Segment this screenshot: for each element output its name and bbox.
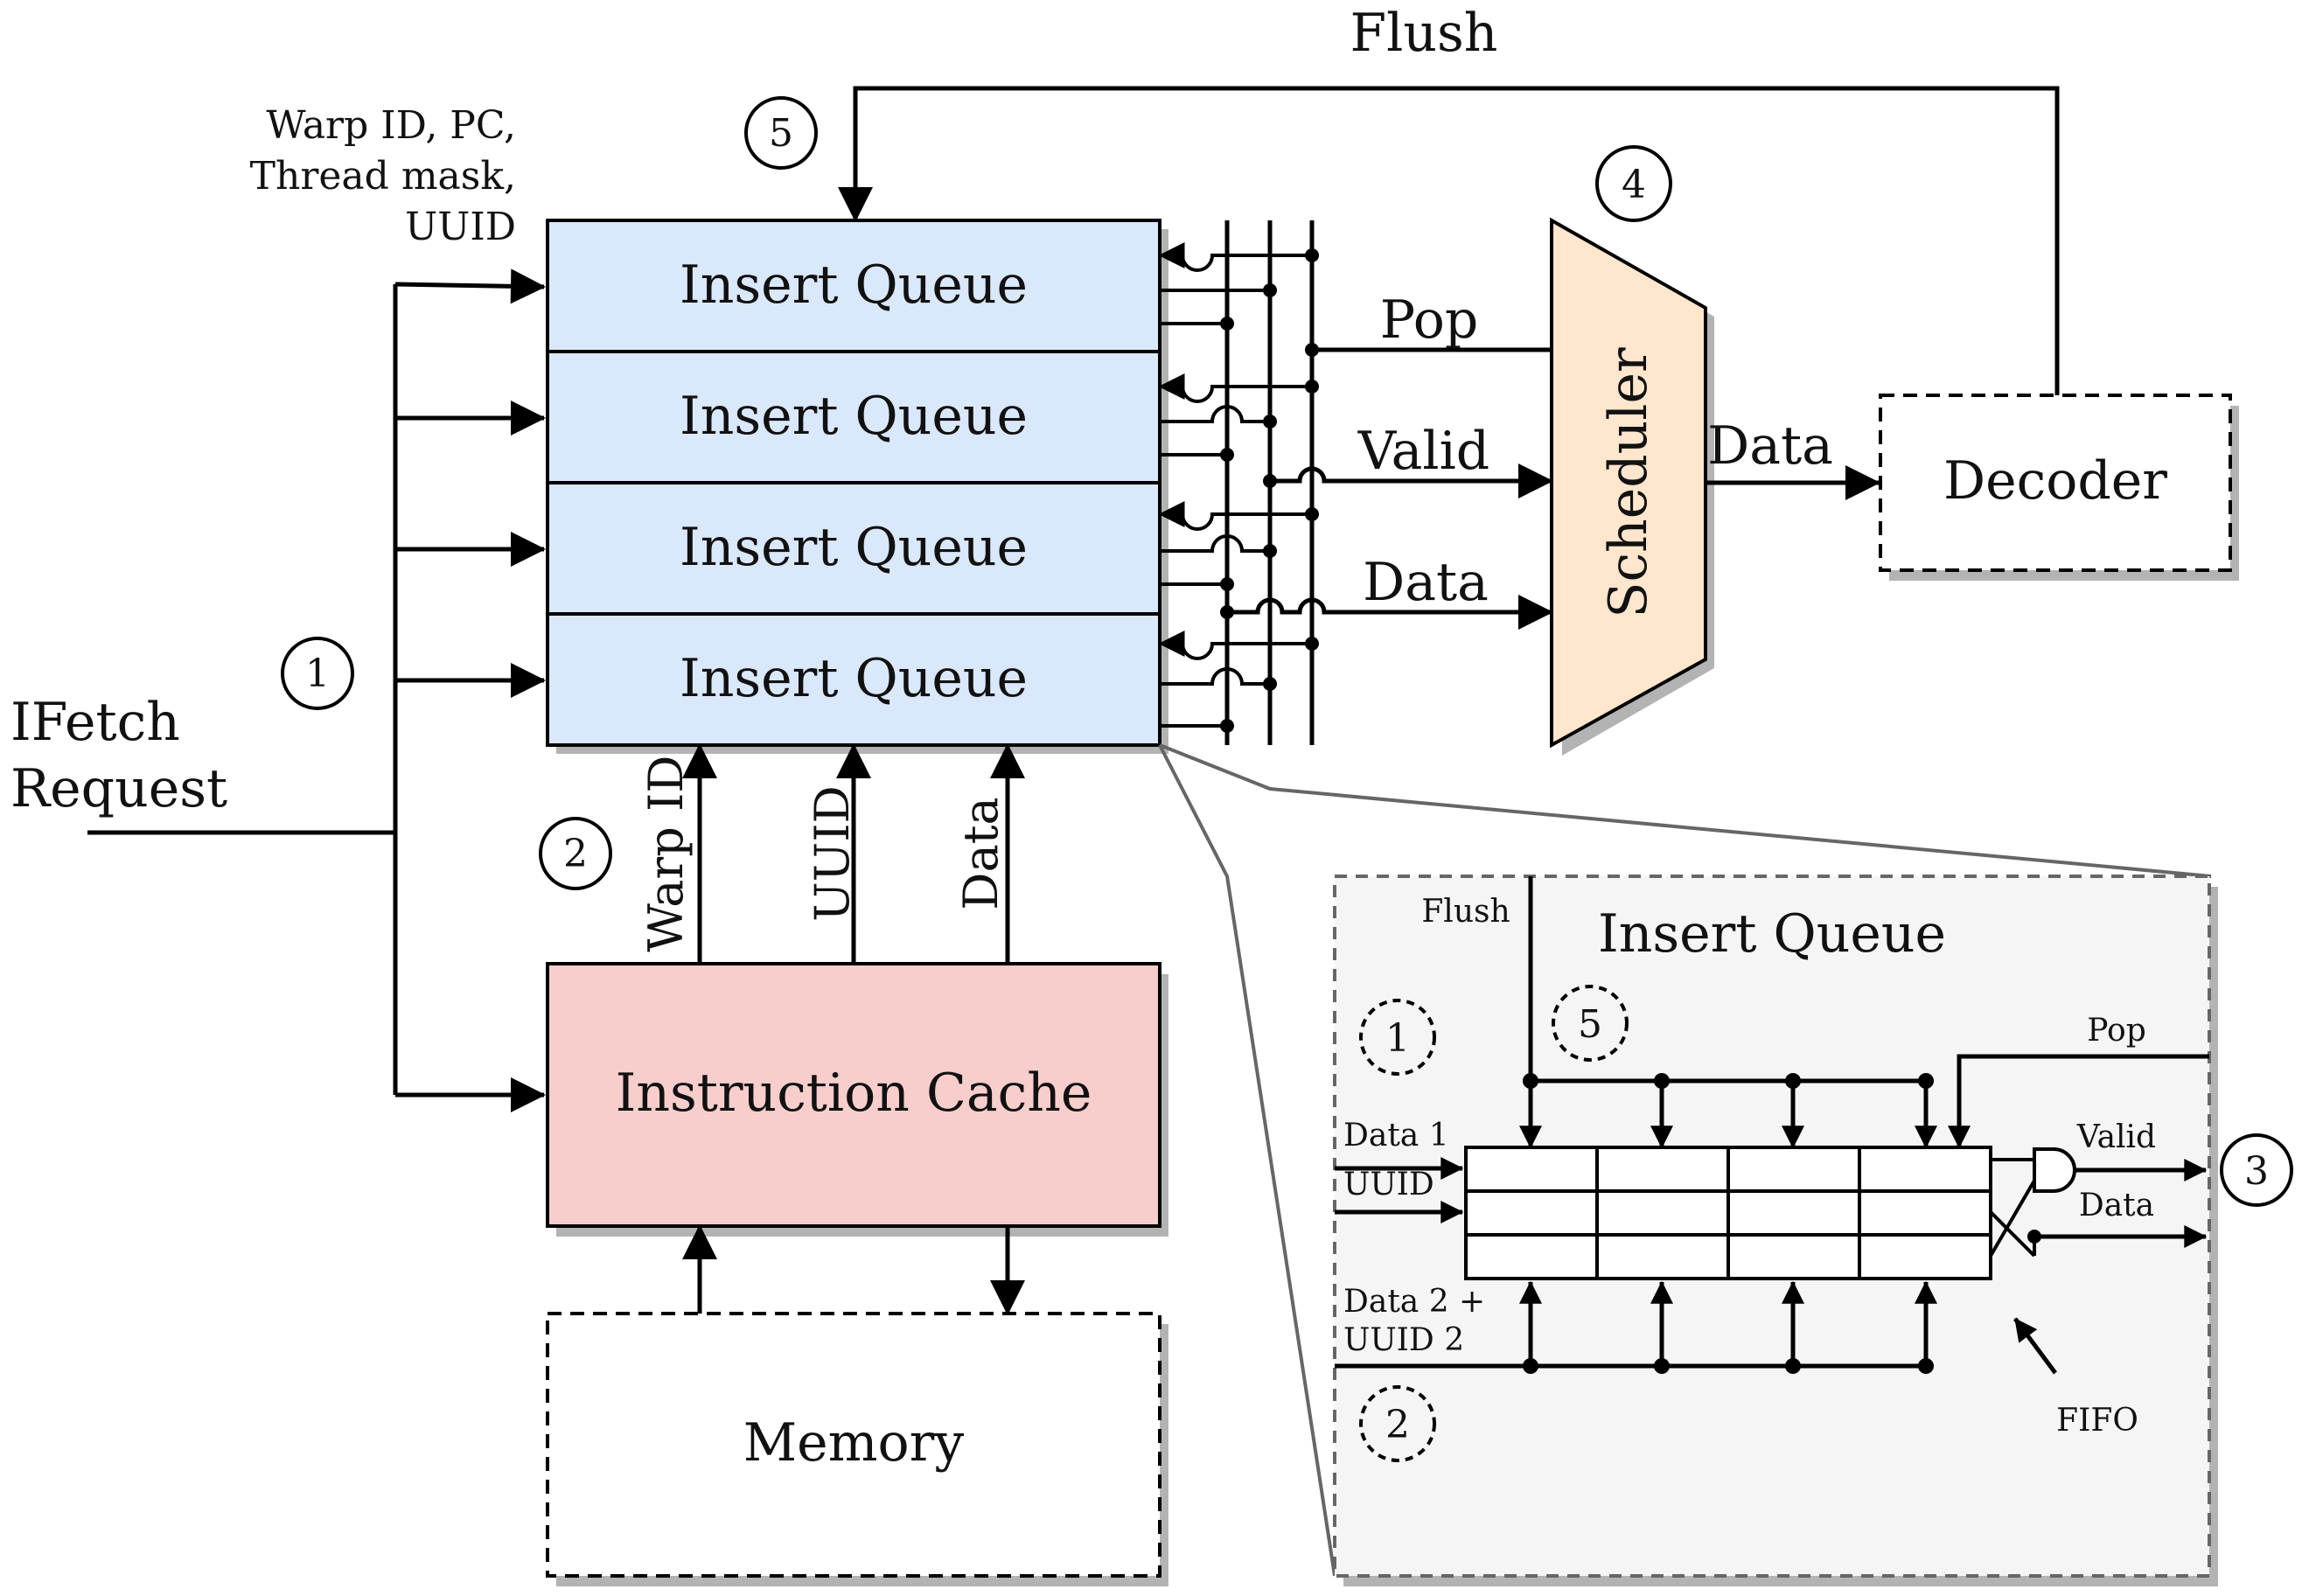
inset-valid-label: Valid <box>2076 1119 2156 1155</box>
inset-step-2-circle <box>1359 1385 1436 1462</box>
flush-feedback-path: Flush <box>838 3 2060 395</box>
step-3-number: 3 <box>2244 1149 2269 1194</box>
sched-data-label: Data <box>1707 415 1833 477</box>
ifetch-label-line-1: IFetch <box>10 692 180 753</box>
cache-memory-link <box>682 1224 1025 1315</box>
data-vertical-label: Data <box>953 797 1008 910</box>
inset-pop-label: Pop <box>2087 1013 2145 1049</box>
inset-data2-label-line-1: Data 2 + <box>1343 1284 1485 1320</box>
insert-queue-1-label: Insert Queue <box>680 254 1028 316</box>
step-2-circle <box>539 817 612 890</box>
inset-uuid-label: UUID <box>1343 1167 1434 1202</box>
cache-to-queue-signals: Warp ID UUID Data 2 <box>539 743 1025 964</box>
inset-title: Insert Queue <box>1598 903 1946 965</box>
and-gate <box>2033 1147 2076 1193</box>
ifetch-request-bus: IFetch Request <box>10 268 546 1112</box>
memory-block: Memory <box>546 1312 1168 1586</box>
step-4-number: 4 <box>1622 163 1646 207</box>
decoder-label: Decoder <box>1943 450 2167 512</box>
step-1-marker: 1 <box>281 637 354 710</box>
inset-step-1-circle <box>1359 999 1436 1076</box>
step-4-circle <box>1595 145 1672 222</box>
data-label: Data <box>1363 552 1489 613</box>
fifo-label: FIFO <box>2056 1403 2138 1439</box>
inset-data2-label-line-2: UUID 2 <box>1343 1322 1464 1358</box>
insert-queue-stack: Insert Queue Insert Queue Insert Queue I… <box>546 219 1168 754</box>
ifetch-label-line-2: Request <box>10 758 227 819</box>
warp-info-line-2: Thread mask, <box>250 154 516 199</box>
warp-id-label: Warp ID <box>638 755 694 951</box>
memory-label: Memory <box>743 1412 965 1474</box>
decoder-block: Decoder <box>1879 394 2239 581</box>
zoom-callout <box>1158 743 2212 1577</box>
fifo-grid <box>1464 1146 1992 1280</box>
inset-step-5-circle <box>1552 985 1629 1062</box>
inset-step-1-number: 1 <box>1385 1016 1410 1061</box>
step-5-marker: 5 <box>744 96 818 170</box>
scheduler-to-decoder: Data <box>1706 415 1880 500</box>
flush-label: Flush <box>1350 3 1498 64</box>
insert-queue-detail: Insert Queue 1 5 2 Flush Pop <box>1333 875 2218 1586</box>
warp-info-line-3: UUID <box>405 205 516 249</box>
warp-info-line-1: Warp ID, PC, <box>266 103 516 148</box>
instruction-cache-label: Instruction Cache <box>616 1063 1092 1124</box>
warp-info-label: Warp ID, PC, Thread mask, UUID <box>250 103 516 249</box>
instruction-cache-block: Instruction Cache <box>546 962 1168 1237</box>
uuid-label: UUID <box>805 785 860 922</box>
step-2-number: 2 <box>563 832 588 876</box>
inset-flush-label: Flush <box>1421 894 1510 930</box>
inset-step-2-number: 2 <box>1385 1403 1410 1447</box>
inset-data1-label: Data 1 <box>1343 1118 1449 1153</box>
step-5-number: 5 <box>769 111 793 156</box>
inset-data-label: Data <box>2079 1188 2154 1223</box>
valid-label: Valid <box>1357 421 1489 482</box>
scheduler-block: Scheduler 4 <box>1550 145 1714 756</box>
step-1-number: 1 <box>305 652 330 696</box>
insert-queue-4-label: Insert Queue <box>680 648 1028 709</box>
queue-crossbar: Pop Valid Data <box>1158 220 1553 745</box>
scheduler-label: Scheduler <box>1598 347 1659 618</box>
pop-label: Pop <box>1380 289 1478 351</box>
step-3-marker: 3 <box>2220 1133 2293 1207</box>
inset-step-5-number: 5 <box>1578 1002 1602 1047</box>
insert-queue-2-label: Insert Queue <box>680 386 1028 447</box>
insert-queue-3-label: Insert Queue <box>680 517 1028 578</box>
